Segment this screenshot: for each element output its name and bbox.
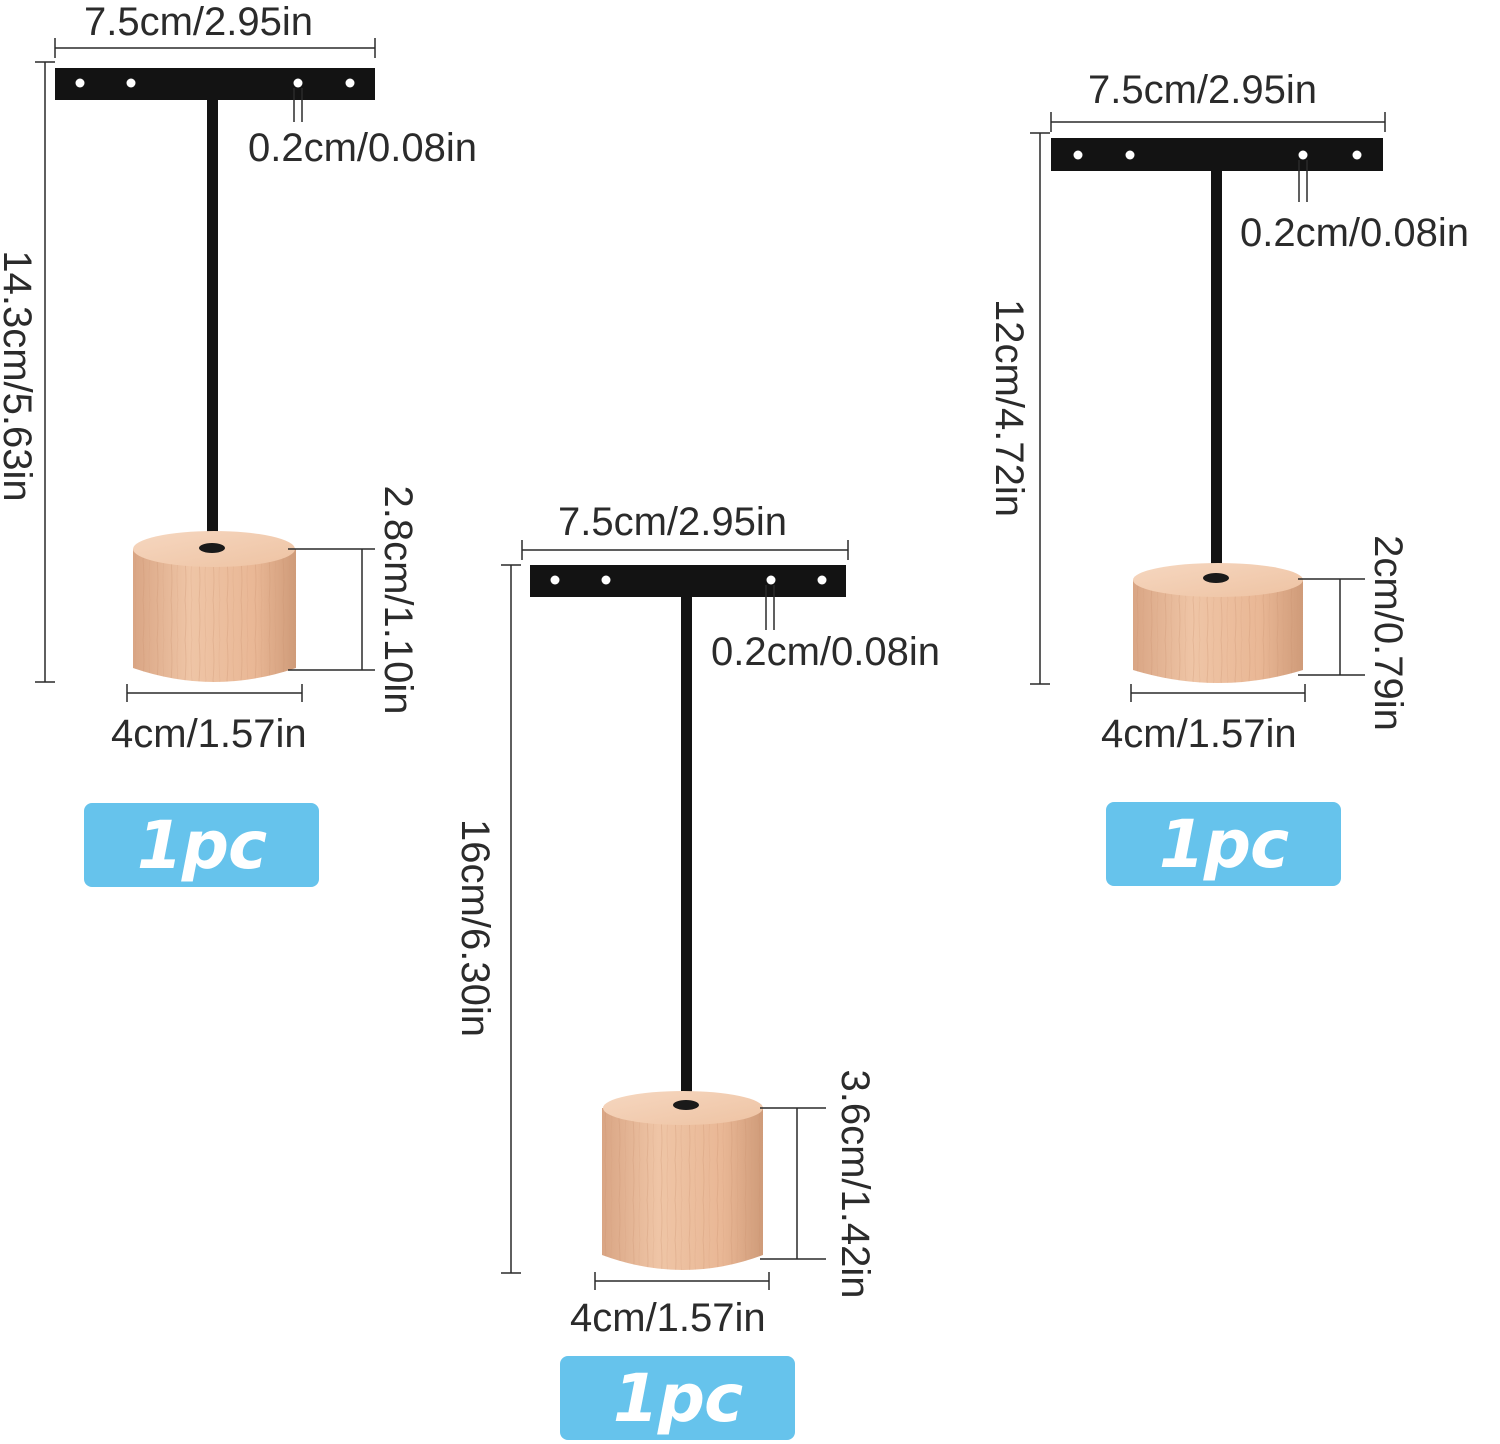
medium-qty-badge: 1pc [84,803,319,887]
stand-small [1030,112,1386,702]
large-hole-label: 0.2cm/0.08in [711,630,941,674]
stand-large [501,540,849,1290]
small-post [1211,168,1222,578]
large-qty-badge: 1pc [560,1356,795,1440]
medium-top-bar [55,68,375,100]
large-wood-base [602,1091,763,1270]
medium-base-width-label: 4cm/1.57in [111,712,307,756]
medium-post [207,96,218,548]
medium-top-width-label: 7.5cm/2.95in [84,0,314,44]
large-qty-text: 1pc [612,1359,743,1437]
medium-base-height-label: 2.8cm/1.10in [376,485,420,715]
large-top-bar [530,565,846,597]
small-hole-label: 0.2cm/0.08in [1240,211,1470,255]
small-base-width-label: 4cm/1.57in [1101,712,1297,756]
large-post [681,594,692,1106]
small-qty-badge: 1pc [1106,802,1341,886]
medium-hole-label: 0.2cm/0.08in [248,126,478,170]
small-qty-text: 1pc [1158,805,1289,883]
small-height-label: 12cm/4.72in [987,299,1031,517]
medium-wood-base [133,531,296,682]
small-top-bar [1051,138,1383,171]
small-top-width-label: 7.5cm/2.95in [1088,68,1318,112]
medium-height-label: 14.3cm/5.63in [0,250,39,502]
large-base-height-label: 3.6cm/1.42in [833,1069,877,1299]
large-base-width-label: 4cm/1.57in [570,1296,766,1340]
medium-qty-text: 1pc [136,806,267,884]
small-wood-base [1133,563,1303,683]
small-base-height-label: 2cm/0.79in [1366,535,1410,731]
stand-medium [35,38,376,702]
large-height-label: 16cm/6.30in [453,819,497,1037]
large-top-width-label: 7.5cm/2.95in [558,500,788,544]
